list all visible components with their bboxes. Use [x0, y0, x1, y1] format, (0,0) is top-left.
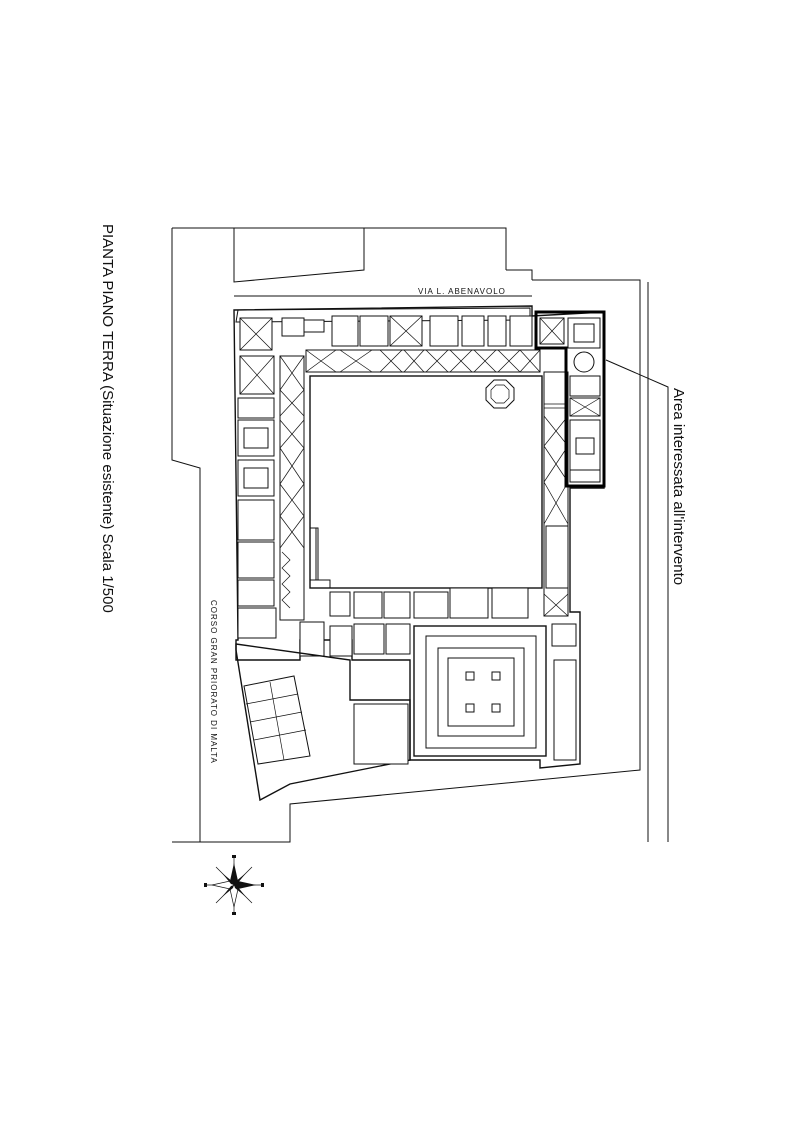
- octagonal-well: [485, 379, 515, 409]
- compass-rose-icon: [204, 855, 264, 915]
- southwest-annex: [235, 643, 411, 802]
- central-courtyard: [309, 375, 543, 589]
- south-wing: [299, 587, 529, 657]
- street-label-west: CORSO GRAN PRIORATO DI MALTA: [209, 600, 218, 764]
- plan-title: PIANTA PIANO TERRA (Situazione esistente…: [99, 224, 116, 613]
- west-corridor: [279, 355, 305, 621]
- north-wing: [239, 315, 533, 351]
- intervention-area: [534, 310, 606, 488]
- site-context: [171, 227, 649, 843]
- cloister: [413, 625, 547, 757]
- east-corridor: [543, 371, 569, 617]
- east-strip: [551, 623, 577, 761]
- annotation-leader-line: [605, 359, 669, 842]
- intervention-area-label: Area interessata all'intervento: [670, 388, 687, 585]
- street-label-north: VIA L. ABENAVOLO: [418, 287, 506, 296]
- north-corridor: [305, 349, 541, 373]
- west-wing: [237, 355, 277, 639]
